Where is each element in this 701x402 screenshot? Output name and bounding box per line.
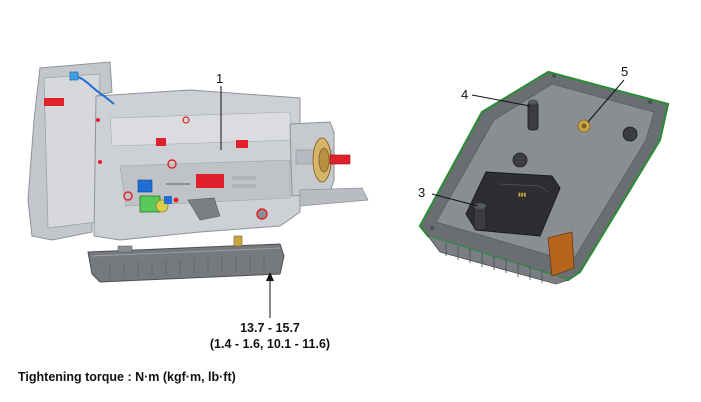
oil-filter — [465, 171, 561, 237]
callout-5: 5 — [621, 64, 629, 79]
torque-value: 13.7 - 15.7 — [240, 321, 300, 335]
leader-5 — [587, 79, 625, 123]
callout-1: 1 — [216, 71, 224, 86]
leader-3 — [431, 193, 479, 207]
marker-red-4 — [196, 174, 224, 188]
filter-tube — [473, 205, 487, 231]
marker-red-2 — [156, 138, 166, 146]
transmission-assembly — [27, 61, 369, 283]
side-connector — [547, 231, 575, 277]
callout-4: 4 — [461, 87, 469, 102]
marker-red-3 — [236, 140, 248, 148]
callout-3: 3 — [418, 185, 426, 200]
marker-red-1 — [44, 98, 64, 106]
pan-fins — [427, 235, 569, 285]
torque-caption: Tightening torque : N·m (kgf·m, lb·ft) — [18, 370, 236, 384]
sensor-blue — [137, 179, 153, 193]
output-shaft — [329, 154, 351, 165]
torque-value-units: (1.4 - 1.6, 10.1 - 11.6) — [209, 337, 331, 351]
oil-pan-detail: ▮▮▮ — [418, 70, 670, 285]
torque-arrow-head — [266, 272, 274, 281]
leader-4 — [471, 94, 531, 107]
svg-text:▮▮▮: ▮▮▮ — [518, 192, 527, 198]
trans-oil-pan — [87, 243, 285, 283]
